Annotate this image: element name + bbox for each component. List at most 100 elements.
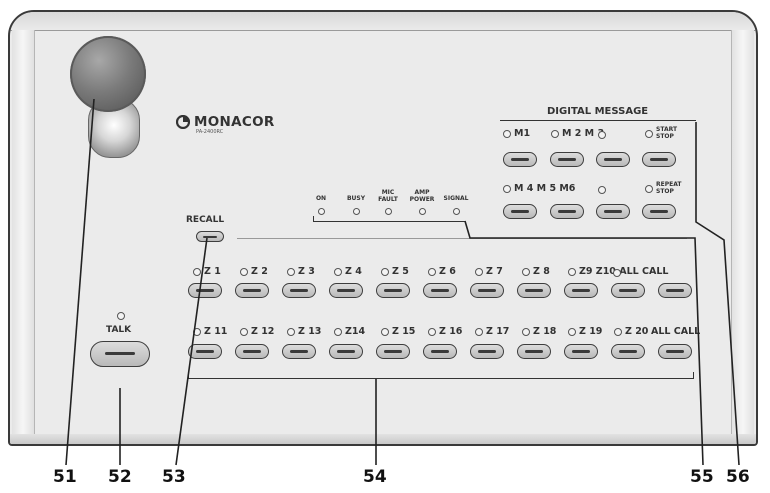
zone-button-z7[interactable] bbox=[470, 283, 504, 298]
zone-button-z17[interactable] bbox=[470, 344, 504, 359]
callout-52: 52 bbox=[108, 467, 132, 487]
z12-led bbox=[240, 327, 248, 336]
zone-button-z2[interactable] bbox=[235, 283, 269, 298]
zone-button-z10[interactable] bbox=[611, 283, 645, 298]
m6-led bbox=[598, 186, 606, 194]
leader-53 bbox=[175, 237, 208, 466]
repeat-stop-led bbox=[645, 184, 653, 193]
z2-text: Z 2 bbox=[251, 266, 268, 277]
m4-button[interactable] bbox=[503, 204, 537, 219]
z13-text: Z 13 bbox=[298, 326, 322, 337]
zone-label-z3: Z 3 bbox=[287, 266, 315, 277]
label-m2-m3: M 2 M 3 bbox=[551, 128, 604, 139]
zone-button-z12[interactable] bbox=[235, 344, 269, 359]
m3-button[interactable] bbox=[596, 152, 630, 167]
callout-54: 54 bbox=[363, 467, 387, 487]
leader-51 bbox=[65, 98, 95, 466]
zone-button-all-call-1[interactable] bbox=[658, 283, 692, 298]
m1-button[interactable] bbox=[503, 152, 537, 167]
status-label-amp-power: AMP POWER bbox=[409, 189, 435, 203]
status-bracket-bottom bbox=[313, 221, 465, 222]
zone-label-z2: Z 2 bbox=[240, 266, 268, 277]
z8-led bbox=[522, 267, 530, 276]
amp-power-led bbox=[419, 208, 426, 215]
zone-label-z1: Z 1 bbox=[193, 266, 221, 277]
z3-led bbox=[287, 267, 295, 276]
zone-bracket-right-tick bbox=[693, 372, 694, 379]
z19-led bbox=[568, 327, 576, 336]
z5-led bbox=[381, 267, 389, 276]
zone-label-z17: Z 17 bbox=[475, 326, 509, 337]
status-bracket-left-tick bbox=[313, 216, 314, 222]
z11-text: Z 11 bbox=[204, 326, 228, 337]
m5-button[interactable] bbox=[550, 204, 584, 219]
z14-text: Z14 bbox=[345, 326, 366, 337]
z14-led bbox=[334, 327, 342, 336]
zone-label-z14: Z14 bbox=[334, 326, 365, 337]
digital-message-title: DIGITAL MESSAGE bbox=[547, 106, 649, 117]
zone-button-z19[interactable] bbox=[564, 344, 598, 359]
microphone-windscreen bbox=[70, 36, 146, 112]
zone-button-z14[interactable] bbox=[329, 344, 363, 359]
m2-button[interactable] bbox=[550, 152, 584, 167]
zone-button-z18[interactable] bbox=[517, 344, 551, 359]
recall-label: RECALL bbox=[186, 215, 225, 225]
zone-label-z16: Z 16 bbox=[428, 326, 462, 337]
console-top-edge bbox=[10, 12, 756, 31]
callout-55: 55 bbox=[690, 467, 714, 487]
z17-text: Z 17 bbox=[486, 326, 510, 337]
m4-led bbox=[503, 184, 511, 193]
zone-label-z13: Z 13 bbox=[287, 326, 321, 337]
zone-button-z16[interactable] bbox=[423, 344, 457, 359]
z6-text: Z 6 bbox=[439, 266, 456, 277]
zone-button-z1[interactable] bbox=[188, 283, 222, 298]
m2-m3-text: M 2 M 3 bbox=[562, 128, 605, 139]
recall-button[interactable] bbox=[196, 231, 224, 242]
z6-led bbox=[428, 267, 436, 276]
z18-led bbox=[522, 327, 530, 336]
brand-logo: MONACOR bbox=[176, 114, 275, 130]
leader-55 bbox=[464, 220, 704, 466]
z4-text: Z 4 bbox=[345, 266, 362, 277]
monacor-logo-icon bbox=[176, 115, 190, 129]
z8-text: Z 8 bbox=[533, 266, 550, 277]
zone-label-z15: Z 15 bbox=[381, 326, 415, 337]
zone-button-z13[interactable] bbox=[282, 344, 316, 359]
z1-text: Z 1 bbox=[204, 266, 221, 277]
zone-button-z6[interactable] bbox=[423, 283, 457, 298]
zone-label-z4: Z 4 bbox=[334, 266, 362, 277]
mic-fault-led bbox=[385, 208, 392, 215]
repeat-stop-button[interactable] bbox=[642, 204, 676, 219]
z13-led bbox=[287, 327, 295, 336]
zone-button-z5[interactable] bbox=[376, 283, 410, 298]
zone-button-all-call-2[interactable] bbox=[658, 344, 692, 359]
m3-led bbox=[598, 131, 606, 139]
status-label-on: ON bbox=[315, 195, 327, 202]
z7-led bbox=[475, 267, 483, 276]
label-m1: M1 bbox=[503, 128, 530, 139]
zone-button-z9[interactable] bbox=[564, 283, 598, 298]
talk-button[interactable] bbox=[90, 341, 150, 367]
zone-button-z15[interactable] bbox=[376, 344, 410, 359]
start-stop-button[interactable] bbox=[642, 152, 676, 167]
on-led bbox=[318, 208, 325, 215]
m6-button[interactable] bbox=[596, 204, 630, 219]
zone-label-z9-z10-all-call: Z9 Z10 ALL CALL bbox=[568, 266, 668, 277]
z16-text: Z 16 bbox=[439, 326, 463, 337]
status-label-busy: BUSY bbox=[346, 195, 366, 202]
left-side-rail bbox=[12, 30, 35, 436]
zone-button-z3[interactable] bbox=[282, 283, 316, 298]
z1-led bbox=[193, 267, 201, 276]
zone-label-z12: Z 12 bbox=[240, 326, 274, 337]
zone-button-z4[interactable] bbox=[329, 283, 363, 298]
zone-button-z20[interactable] bbox=[611, 344, 645, 359]
zone-button-z11[interactable] bbox=[188, 344, 222, 359]
callout-56: 56 bbox=[726, 467, 750, 487]
zone-button-z8[interactable] bbox=[517, 283, 551, 298]
z9-z10-all-call-text: Z9 Z10 ALL CALL bbox=[579, 266, 669, 277]
zone-label-z6: Z 6 bbox=[428, 266, 456, 277]
talk-label: TALK bbox=[106, 325, 132, 335]
z2-led bbox=[240, 267, 248, 276]
z18-text: Z 18 bbox=[533, 326, 557, 337]
zone-label-z7: Z 7 bbox=[475, 266, 503, 277]
